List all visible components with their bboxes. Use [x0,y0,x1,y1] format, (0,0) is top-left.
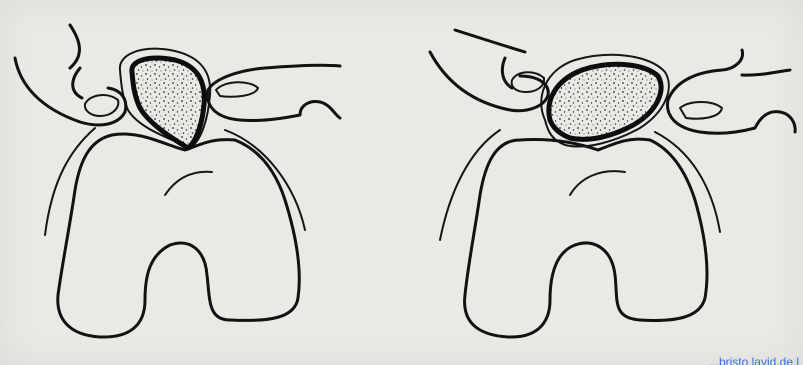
right-panel [430,30,795,337]
right-finger-nail-right [680,102,722,119]
right-trochlear-line [570,171,625,195]
right-finger-right [667,50,795,133]
left-thumb-left [15,25,126,125]
left-thumb-nail-left [85,95,118,116]
left-finger-nail-right [216,82,258,96]
right-femur-outline [465,139,707,337]
left-soft-tissue-right [225,130,305,230]
right-patella [549,64,661,139]
watermark-text: ...bristo.lavid.de.l [649,356,799,365]
left-trochlear-line [165,172,212,195]
left-patella [132,58,204,148]
left-finger-right [207,65,340,120]
left-panel [15,25,340,337]
right-thumb-left [430,30,548,111]
left-femur-outline [58,134,299,337]
right-soft-tissue-left [440,130,500,240]
